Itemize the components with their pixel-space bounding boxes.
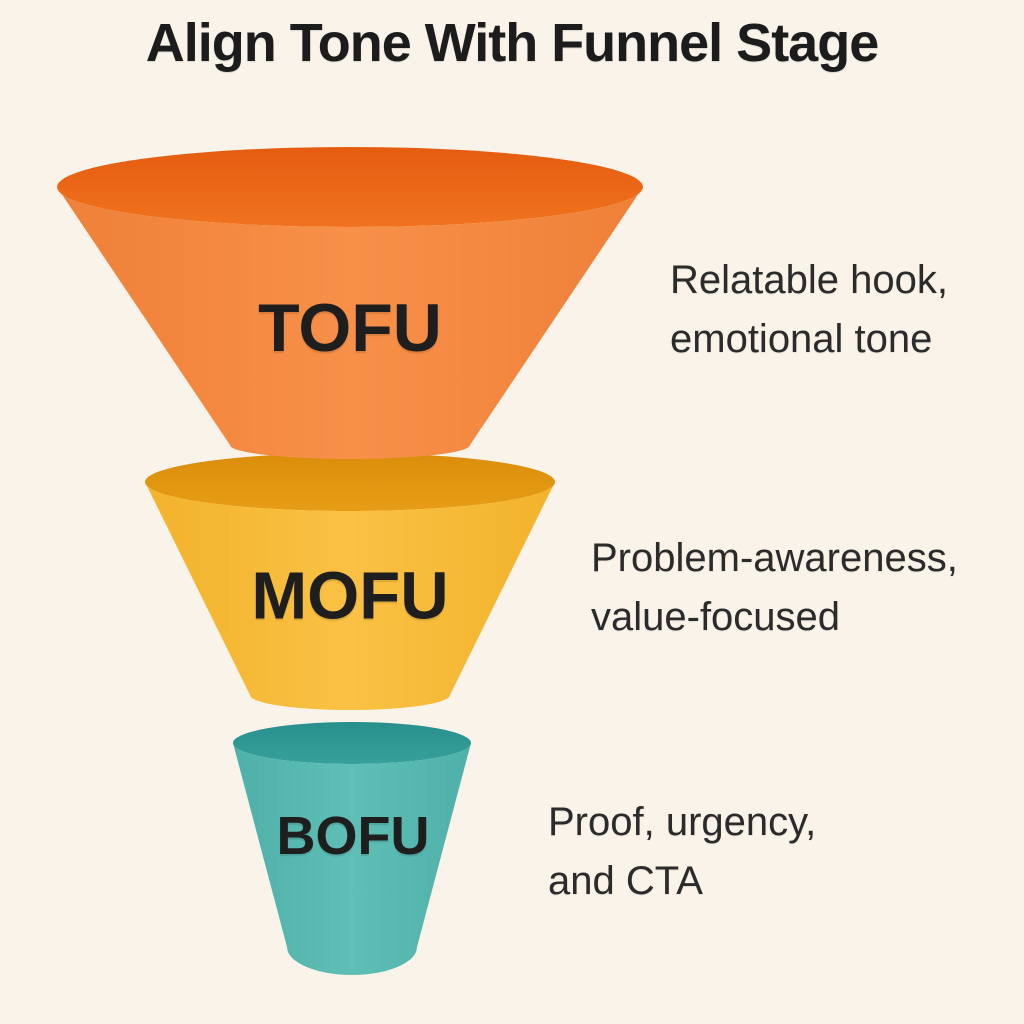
description-line: and CTA xyxy=(548,859,703,903)
stage-description-mofu: Problem-awareness, value-focused xyxy=(591,529,958,647)
description-line: Problem-awareness, xyxy=(591,536,958,580)
tofu-rim-ellipse xyxy=(57,147,643,227)
funnel-stage-tofu xyxy=(57,147,643,459)
page-title: Align Tone With Funnel Stage xyxy=(145,13,879,73)
description-line: value-focused xyxy=(591,595,841,639)
funnel-stage-mofu xyxy=(145,453,555,710)
stage-description-tofu: Relatable hook, emotional tone xyxy=(670,251,948,369)
tofu-body-shape xyxy=(57,187,643,459)
bofu-rim-ellipse xyxy=(233,722,471,764)
bofu-body-shape xyxy=(233,743,471,975)
mofu-body-shape xyxy=(145,482,555,710)
stage-label-tofu: TOFU xyxy=(258,290,442,366)
funnel-stage-bofu xyxy=(233,722,471,975)
description-line: Proof, urgency, xyxy=(548,800,817,844)
stage-description-bofu: Proof, urgency, and CTA xyxy=(548,793,816,911)
description-line: emotional tone xyxy=(670,317,933,361)
description-line: Relatable hook, xyxy=(670,258,948,302)
mofu-rim-ellipse xyxy=(145,453,555,511)
stage-label-bofu: BOFU xyxy=(276,806,430,866)
stage-label-mofu: MOFU xyxy=(251,558,449,634)
